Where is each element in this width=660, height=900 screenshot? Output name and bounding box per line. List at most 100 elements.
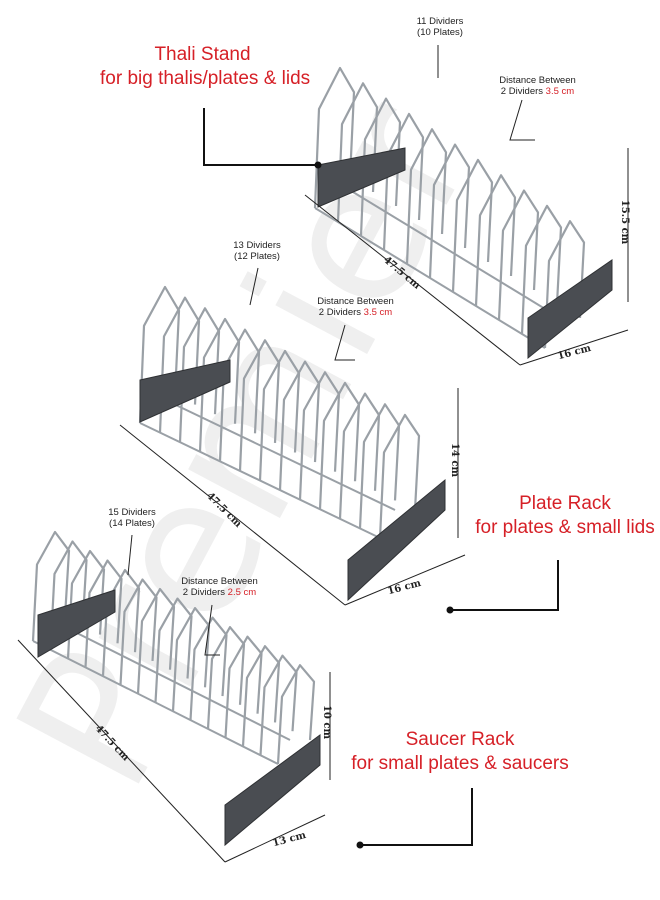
divider-wire: [259, 654, 298, 756]
divider-wire: [49, 540, 88, 650]
thali-distance-label: Distance Between: [499, 75, 576, 86]
saucer-distance-line: 2 Dividers 2.5 cm: [172, 587, 267, 598]
dimension-line-wd: [519, 329, 629, 366]
thali-plates-count: (10 Plates): [417, 27, 463, 38]
saucer-distance-value: 2.5 cm: [227, 587, 257, 598]
divider-wire: [136, 587, 176, 694]
divider-wire: [154, 597, 193, 703]
divider-wire: [313, 66, 356, 209]
plate-distance-label: Distance Between: [317, 296, 394, 307]
back-foot: [37, 589, 116, 658]
thali-stand-title: Thali Stand for big thalis/plates & lids: [100, 43, 311, 91]
divider-wire: [101, 568, 141, 677]
divider-wire: [206, 626, 246, 729]
title-callout-line: [450, 560, 559, 611]
title-callout-line: [203, 108, 318, 166]
divider-wire: [382, 112, 425, 251]
callout-dot: [446, 606, 454, 614]
divider-wire: [298, 371, 341, 500]
rail-back: [154, 394, 396, 511]
back-foot: [317, 147, 406, 208]
front-foot: [527, 259, 613, 360]
dimension-label-height: 15.5 cm: [619, 200, 630, 245]
divider-wire: [405, 128, 448, 265]
divider-wire: [276, 664, 316, 765]
divider-wire: [31, 530, 71, 642]
dimension-line-wd: [344, 554, 466, 606]
front-foot: [347, 478, 446, 602]
dimension-line-wd: [224, 814, 326, 863]
dimension-line-len: [304, 194, 521, 366]
divider-wire: [218, 328, 261, 462]
divider-wire: [336, 82, 379, 223]
saucer-rack-title: Saucer Rack for small plates & saucers: [350, 728, 570, 776]
thali-distance-value: 3.5 cm: [545, 86, 575, 97]
callout-dot: [356, 841, 364, 849]
rail-back: [44, 616, 291, 741]
thali-dividers-count: 11 Dividers: [416, 16, 464, 27]
divider-wire: [338, 392, 381, 519]
divider-wire: [238, 339, 281, 471]
plate-rack-title: Plate Rack for plates & small lids: [475, 492, 655, 540]
divider-wire: [474, 174, 517, 307]
plate-distance-prefix: 2 Dividers: [318, 307, 364, 318]
distance-pointer: [509, 99, 535, 141]
dimension-line-len: [17, 639, 226, 863]
plate-rack-subtitle: for plates & small lids: [475, 517, 655, 538]
dimension-line-len: [119, 424, 346, 606]
thali-stand-subtitle: for big thalis/plates & lids: [100, 68, 311, 89]
plate-rack-name: Plate Rack: [519, 493, 611, 514]
thali-distance-line: 2 Dividers 3.5 cm: [490, 86, 585, 97]
divider-wire: [358, 403, 401, 529]
title-callout-line: [360, 788, 473, 846]
divider-wire: [520, 204, 563, 335]
divider-wire: [278, 360, 321, 491]
dimension-label-width: 13 cm: [271, 830, 307, 850]
saucer-rack-subtitle: for small plates & saucers: [351, 753, 569, 774]
plate-distance-value: 3.5 cm: [363, 307, 393, 318]
distance-pointer: [334, 324, 355, 361]
front-foot: [224, 734, 321, 847]
divider-wire: [318, 381, 361, 510]
thali-dividers-note: 11 Dividers (10 Plates): [405, 16, 475, 38]
divider-wire: [497, 189, 540, 321]
dividers-pointer: [127, 534, 133, 576]
plate-dividers-note: 13 Dividers (12 Plates): [222, 240, 292, 262]
divider-wire: [119, 578, 158, 685]
saucer-plates-count: (14 Plates): [109, 518, 155, 529]
distance-pointer: [204, 604, 220, 656]
thali-distance-note: Distance Between 2 Dividers 3.5 cm: [490, 75, 585, 97]
rail-back: [329, 177, 561, 319]
divider-wire: [258, 349, 301, 481]
saucer-dividers-count: 15 Dividers: [108, 507, 156, 518]
dimension-label-width: 16 cm: [556, 343, 592, 363]
divider-wire: [138, 285, 181, 424]
plate-dividers-count: 13 Dividers: [233, 240, 281, 251]
dimension-label-height: 14 cm: [449, 443, 460, 477]
divider-wire: [378, 413, 421, 539]
saucer-distance-note: Distance Between 2 Dividers 2.5 cm: [172, 576, 267, 598]
divider-wire: [158, 296, 201, 433]
back-foot: [139, 359, 231, 423]
divider-wire: [189, 616, 228, 721]
dimension-label-height: 10 cm: [321, 705, 332, 739]
dividers-pointer: [249, 267, 259, 306]
saucer-dividers-note: 15 Dividers (14 Plates): [97, 507, 167, 529]
saucer-rack-name: Saucer Rack: [405, 729, 515, 750]
plate-plates-count: (12 Plates): [234, 251, 280, 262]
divider-wire: [171, 607, 211, 712]
plate-distance-line: 2 Dividers 3.5 cm: [308, 307, 403, 318]
divider-wire: [224, 635, 263, 738]
plate-distance-note: Distance Between 2 Dividers 3.5 cm: [308, 296, 403, 318]
divider-wire: [428, 143, 471, 279]
saucer-distance-prefix: 2 Dividers: [182, 587, 228, 598]
divider-wire: [543, 220, 586, 349]
divider-wire: [241, 645, 281, 747]
thali-distance-prefix: 2 Dividers: [500, 86, 546, 97]
divider-wire: [451, 158, 494, 293]
callout-dot: [314, 161, 322, 169]
saucer-distance-label: Distance Between: [181, 576, 258, 587]
